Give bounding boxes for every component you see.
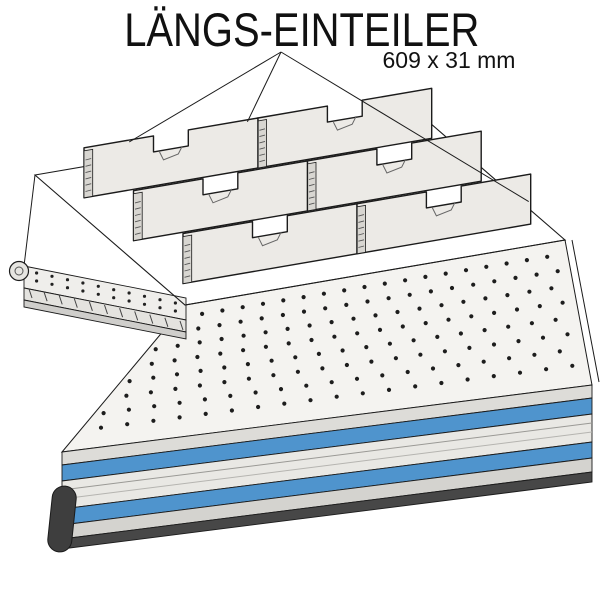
slide-rail-bottom xyxy=(23,299,187,340)
rail-knob xyxy=(8,260,30,282)
handle-groove-line xyxy=(61,431,593,500)
divider-slot-end xyxy=(133,191,143,242)
slot-end-hatch xyxy=(184,243,191,278)
slot-end-hatch xyxy=(358,214,365,248)
bearing-hatch xyxy=(28,288,184,331)
slot-end-hatch xyxy=(259,128,266,163)
handle-end-cap xyxy=(47,485,77,553)
divider-slot-end xyxy=(182,234,193,285)
divider-wall xyxy=(306,130,482,212)
leader-line xyxy=(246,51,282,123)
drawer-left-edge xyxy=(23,174,36,267)
leader-line xyxy=(280,51,529,203)
notch-tab xyxy=(382,158,407,174)
rail-knob-center xyxy=(14,266,24,276)
divider-wall xyxy=(182,203,358,285)
divider-wall xyxy=(257,87,433,169)
slot-end-hatch xyxy=(134,200,141,235)
page-title: LÄNGS-EINTEILER xyxy=(124,3,480,56)
notch-tab xyxy=(258,231,282,247)
floor-perforations xyxy=(98,254,575,430)
notch-tab xyxy=(332,115,357,131)
right-side-edge xyxy=(571,239,600,383)
notch-tab xyxy=(431,201,456,217)
dimensions-label: 609 x 31 mm xyxy=(382,47,516,73)
divider-slot-end xyxy=(83,148,94,199)
leader-line xyxy=(128,51,282,143)
slot-end-hatch xyxy=(308,171,315,206)
notch-tab xyxy=(208,188,233,204)
divider-wall xyxy=(83,117,259,199)
handle-groove-line xyxy=(61,422,593,491)
slot-end-hatch xyxy=(85,158,92,192)
divider-wall xyxy=(132,160,309,242)
notch-tab xyxy=(159,145,183,161)
divider-wall xyxy=(356,173,532,255)
